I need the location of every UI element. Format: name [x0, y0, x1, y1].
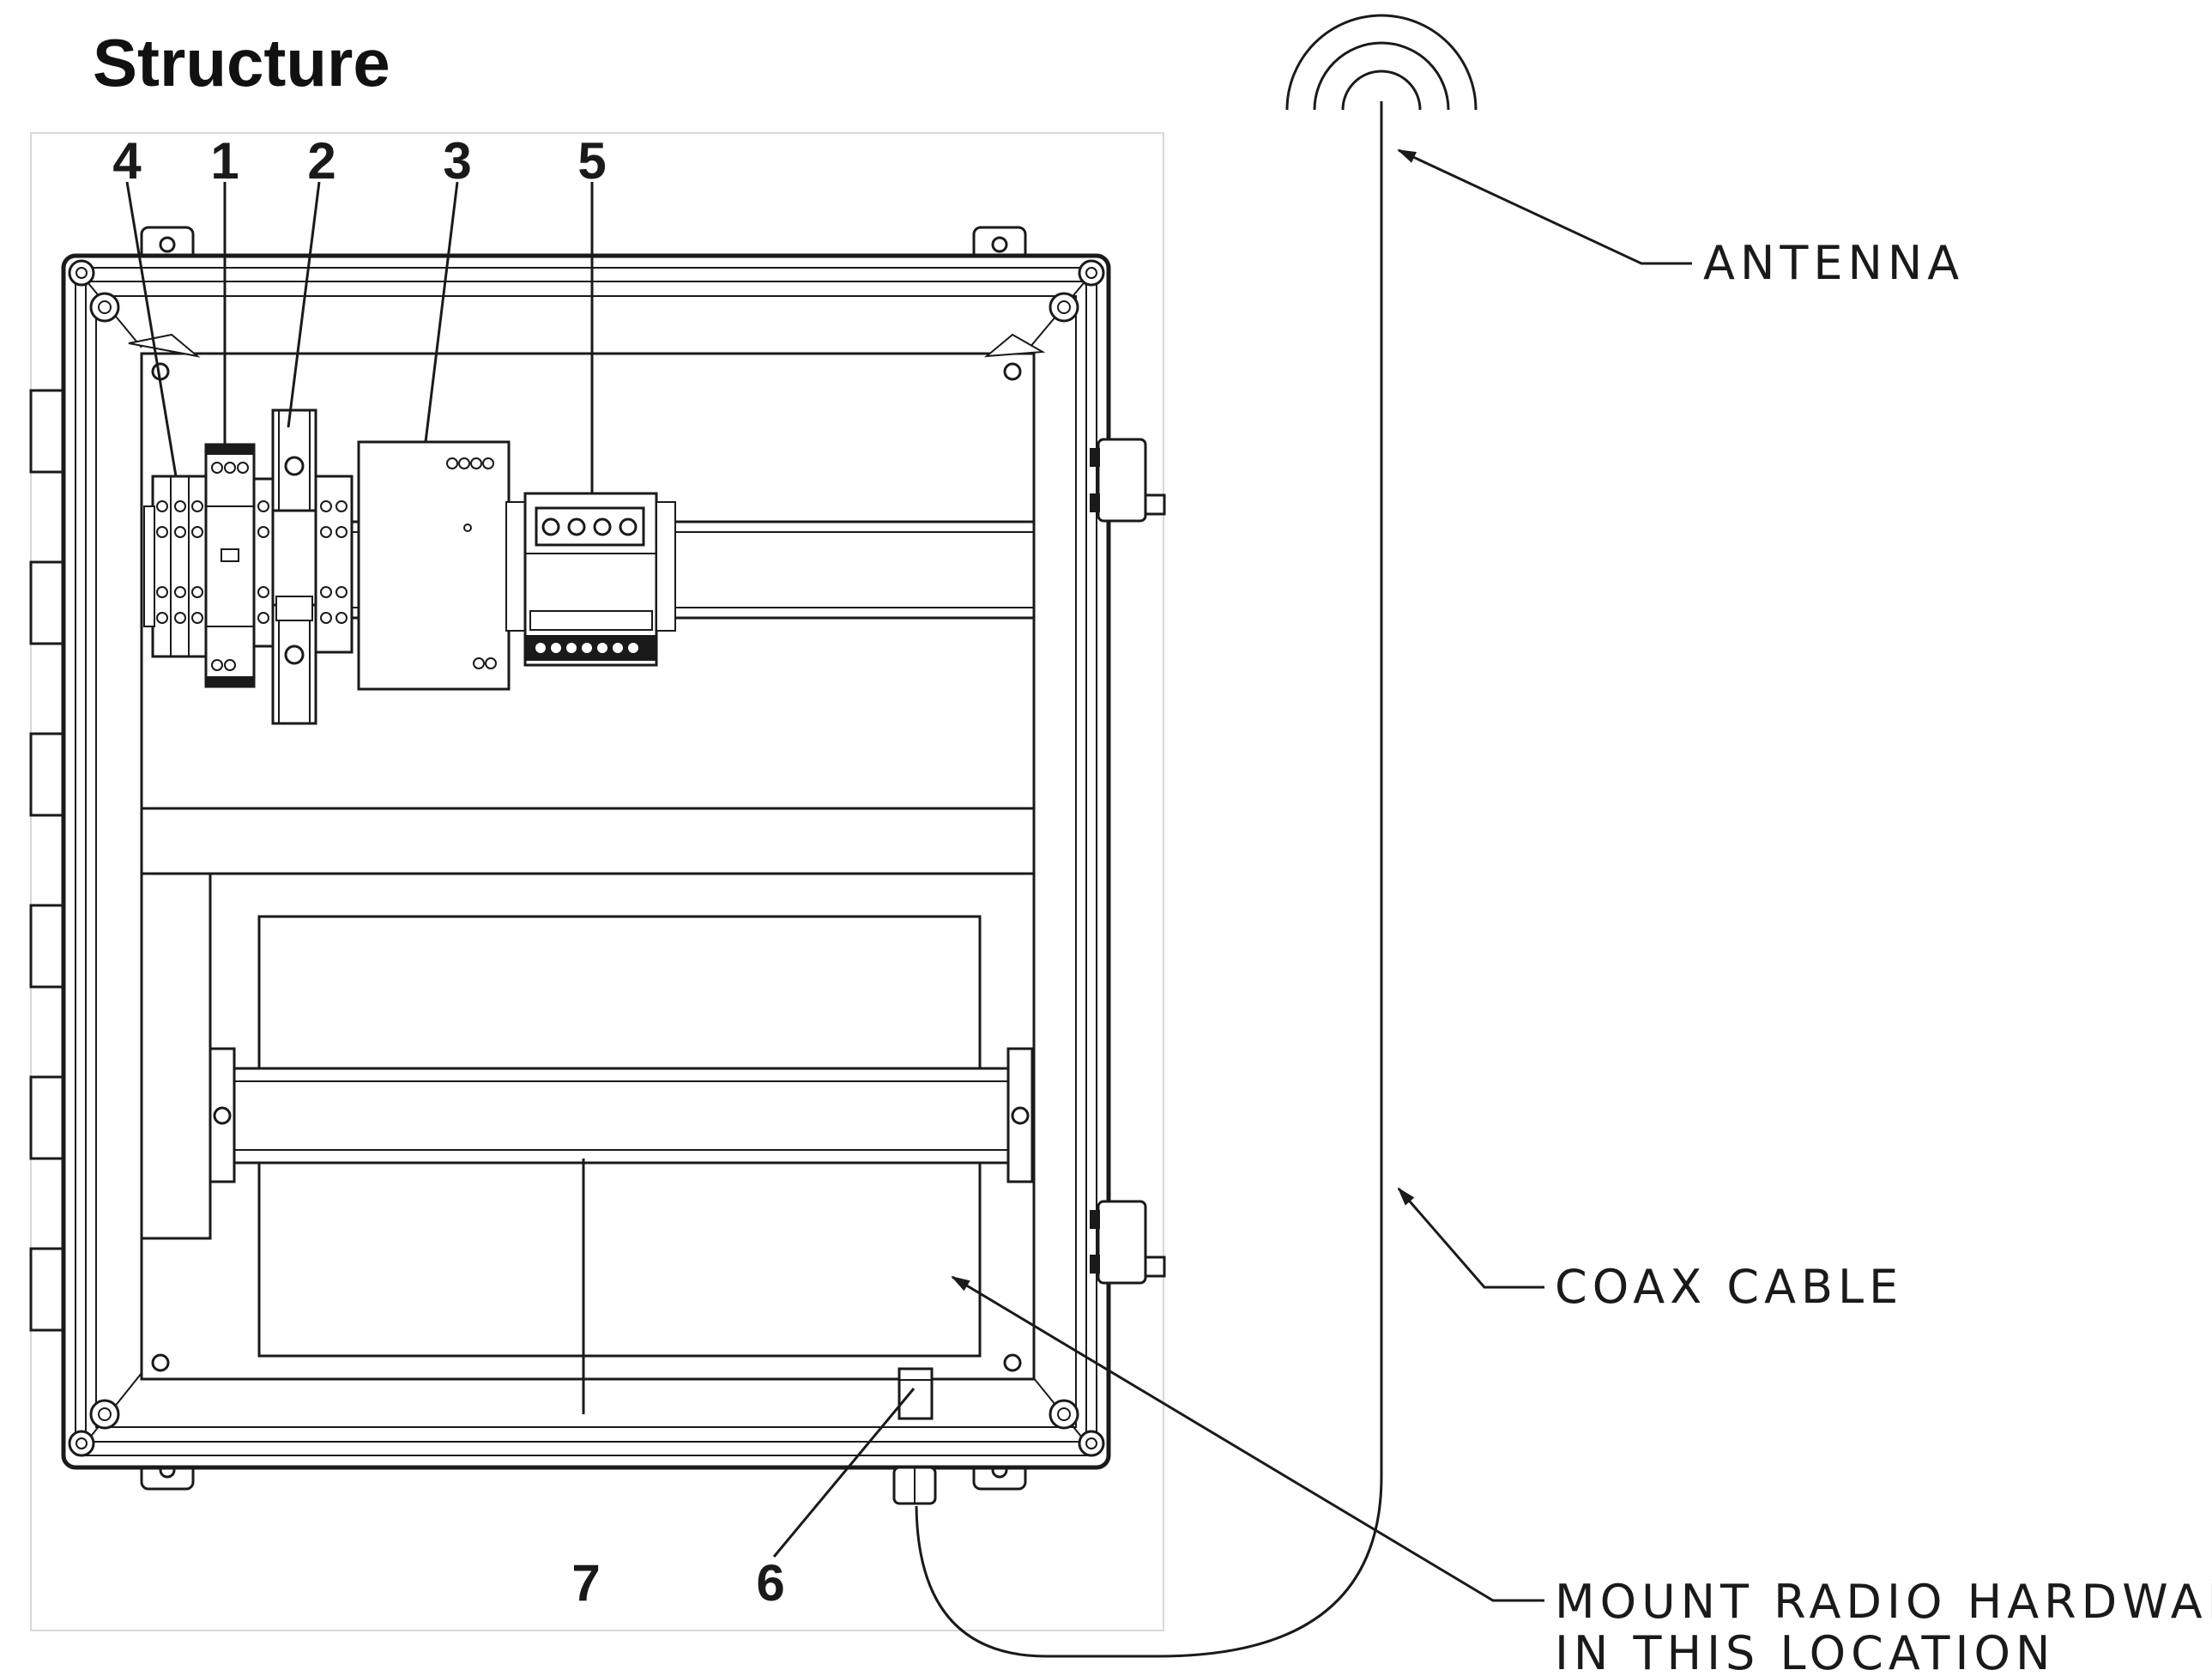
callout-number: 2 — [307, 132, 335, 190]
io-module — [505, 492, 676, 667]
terminal-blocks — [143, 475, 208, 658]
page-title: Structure — [93, 25, 390, 100]
callout-number: 6 — [756, 1554, 784, 1612]
coax-cable-label: COAX CABLE — [1555, 1260, 1903, 1314]
lower-din-rail — [209, 1047, 1034, 1183]
latches — [1090, 438, 1166, 1285]
fuse-holder — [252, 408, 354, 725]
callout-number: 3 — [443, 132, 471, 190]
antenna-label: ANTENNA — [1703, 236, 1964, 290]
callout-number: 5 — [577, 132, 606, 190]
mount-location-label-line2: IN THIS LOCATION — [1555, 1626, 2055, 1672]
corner-screws — [68, 259, 1105, 1457]
left-hinges — [29, 389, 65, 1332]
mount-location-label: MOUNT RADIO HARDWARE — [1555, 1575, 2212, 1629]
leader-lines — [125, 148, 1692, 1602]
callout-number: 1 — [210, 132, 239, 190]
callout-number: 7 — [571, 1554, 600, 1612]
coax-bulkhead — [892, 1367, 937, 1505]
figure-frame — [30, 132, 1164, 1631]
power-supply — [357, 440, 525, 691]
enclosure — [29, 226, 1166, 1505]
circuit-breaker — [204, 443, 256, 688]
antenna-icon — [1285, 14, 1478, 111]
callout-number: 4 — [112, 132, 142, 190]
coax-cable-line — [915, 101, 1383, 1658]
left-panel-block — [140, 872, 212, 1240]
